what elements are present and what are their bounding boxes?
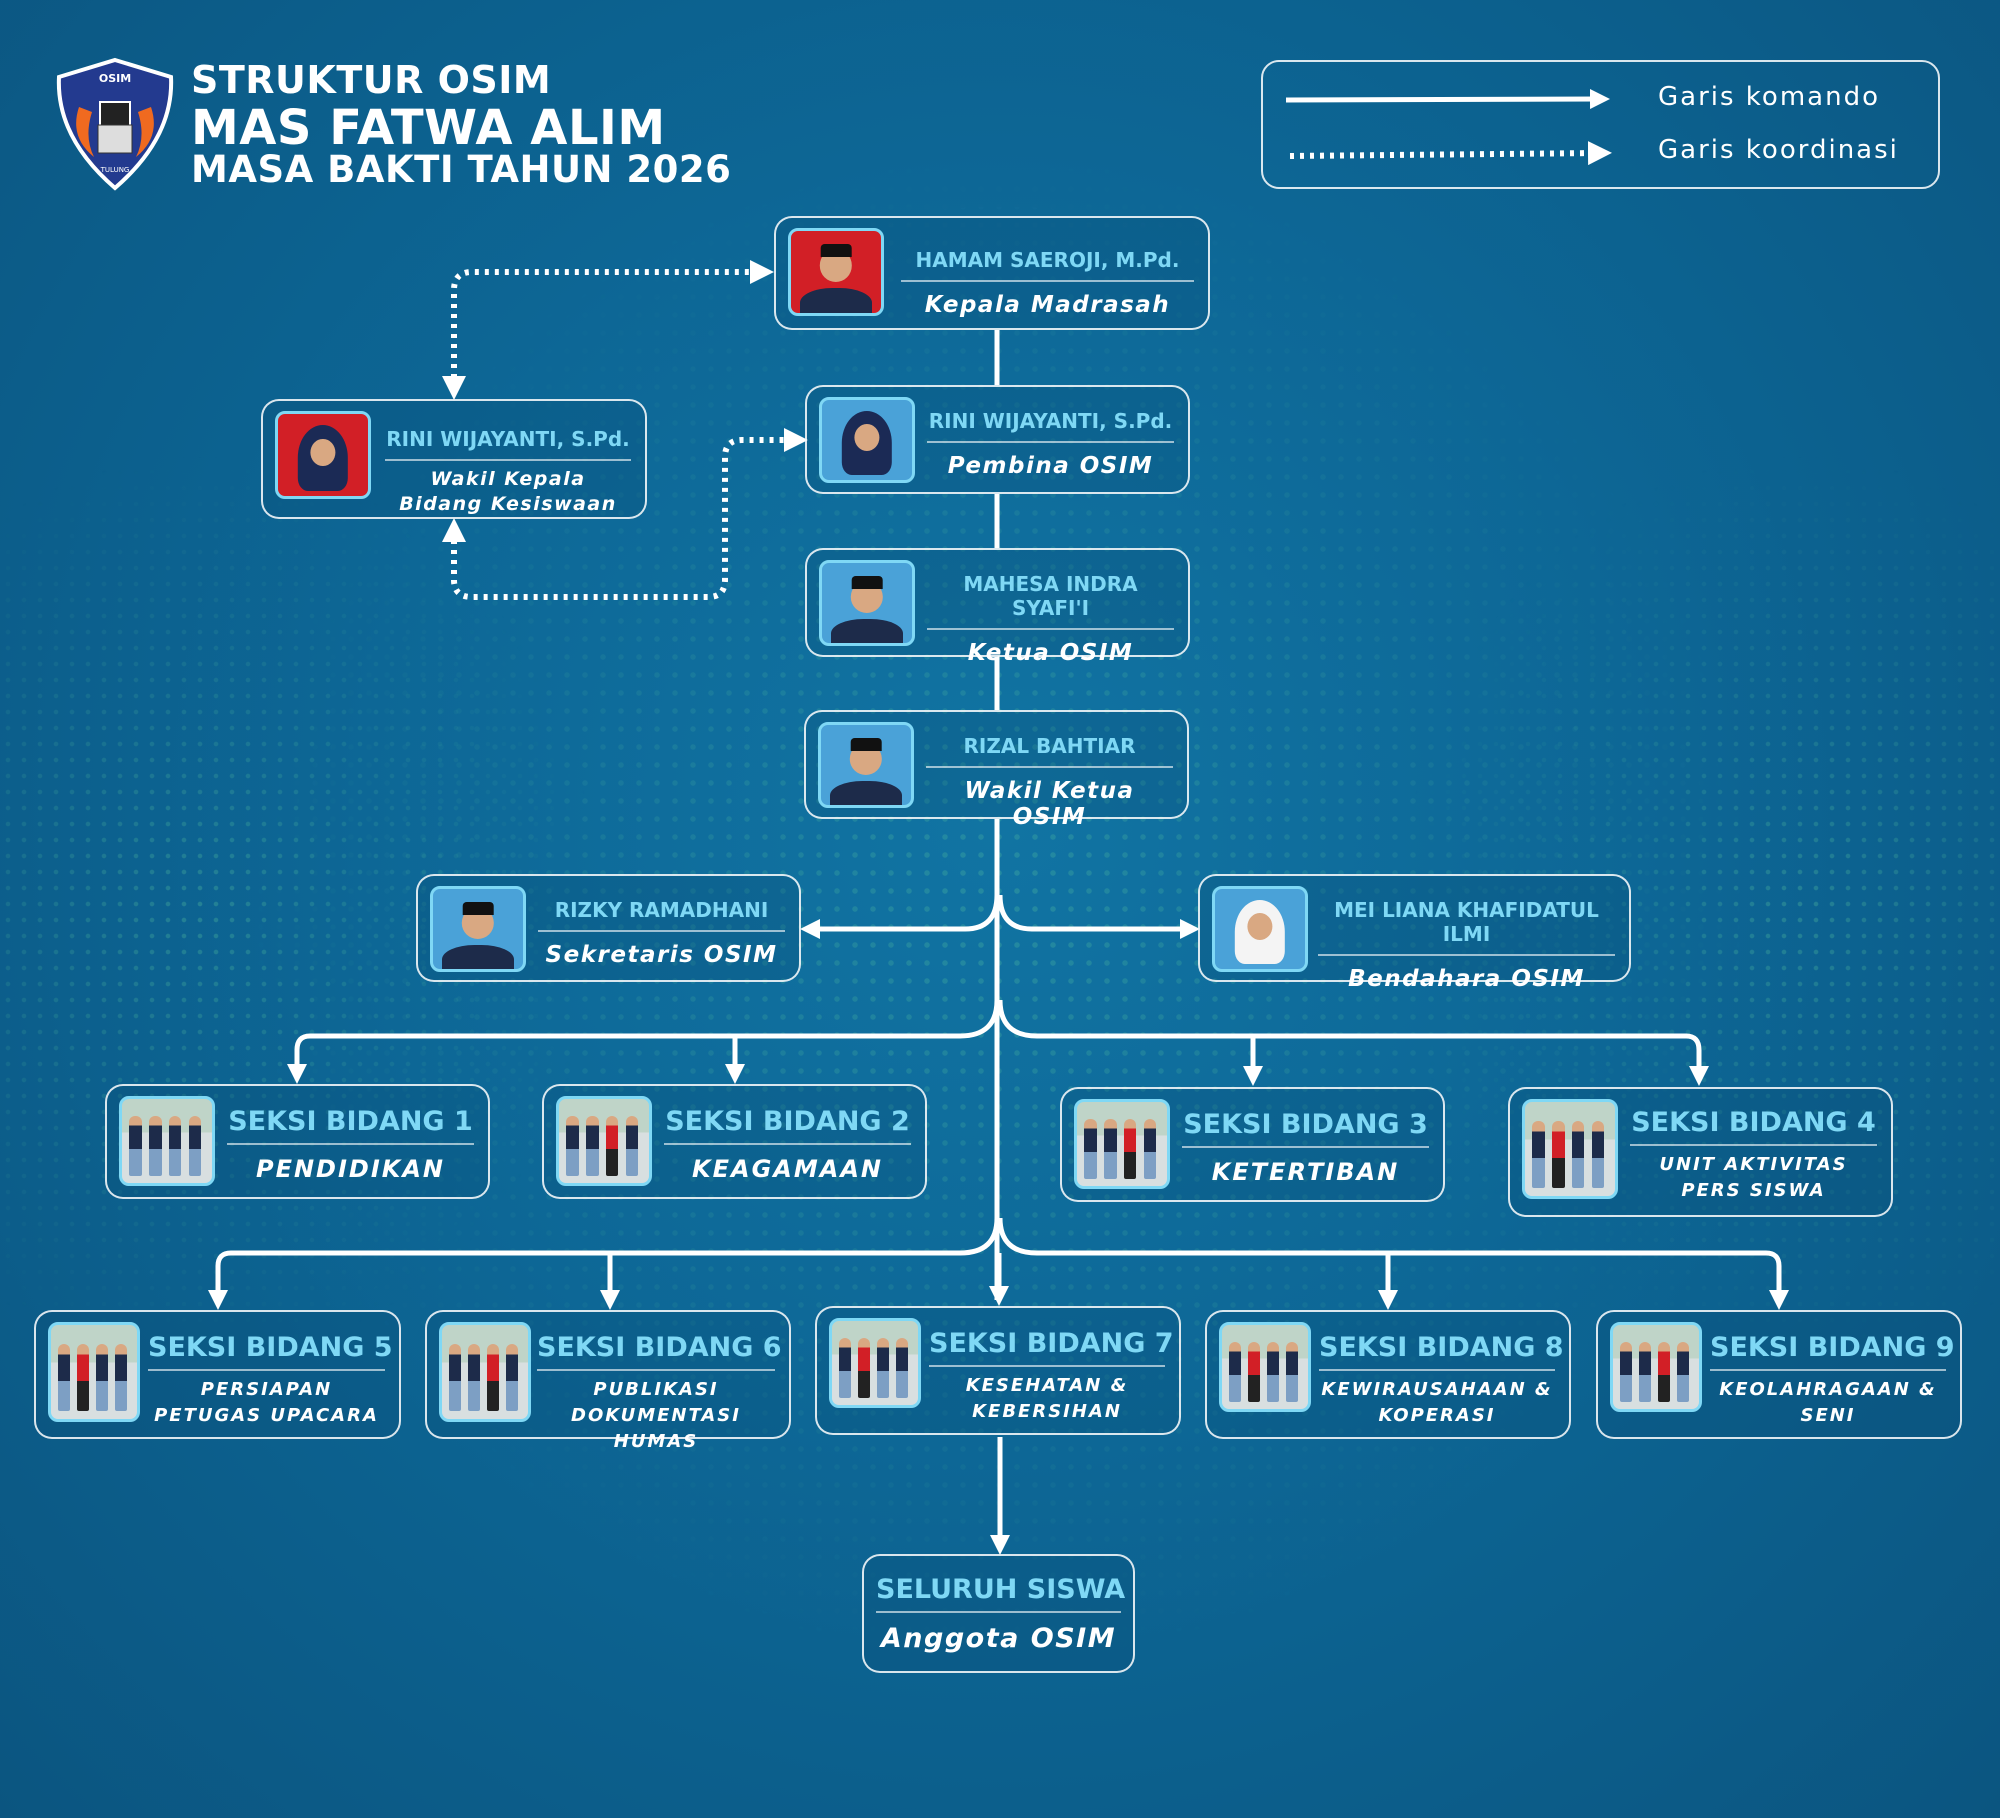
card-seksi-bidang-8[interactable]: SEKSI BIDANG 8 KEWIRAUSAHAAN & KOPERASI xyxy=(1205,1310,1571,1439)
photo-wakasek xyxy=(275,411,371,499)
bidang-title: SEKSI BIDANG 1 xyxy=(227,1106,474,1145)
photo-bidang-5 xyxy=(48,1322,140,1422)
card-seksi-bidang-3[interactable]: SEKSI BIDANG 3 KETERTIBAN xyxy=(1060,1087,1445,1202)
photo-bidang-8 xyxy=(1219,1322,1311,1412)
card-seksi-bidang-4[interactable]: SEKSI BIDANG 4 UNIT AKTIVITAS PERS SISWA xyxy=(1508,1087,1893,1217)
card-bendahara[interactable]: MEI LIANA KHAFIDATUL ILMI Bendahara OSIM xyxy=(1198,874,1631,992)
legend-coordination-label: Garis koordinasi xyxy=(1658,135,1899,165)
photo-bidang-1 xyxy=(119,1096,215,1186)
photo-bidang-3 xyxy=(1074,1099,1170,1189)
bidang-name: KESEHATAN & KEBERSIHAN xyxy=(965,1375,1129,1422)
photo-bidang-4 xyxy=(1522,1099,1618,1199)
role: Wakil Kepala Bidang Kesiswaan xyxy=(399,468,617,515)
photo-ketua xyxy=(819,560,915,646)
svg-text:TULUNG: TULUNG xyxy=(100,166,130,174)
bidang-title: SEKSI BIDANG 5 xyxy=(148,1332,393,1371)
legend: Garis komando Garis koordinasi xyxy=(1261,60,1940,189)
card-wakil-ketua[interactable]: RIZAL BAHTIAR Wakil Ketua OSIM xyxy=(804,710,1189,830)
photo-bidang-2 xyxy=(556,1096,652,1186)
name: RINI WIJAYANTI, S.Pd. xyxy=(385,427,631,461)
role: Ketua OSIM xyxy=(967,640,1134,666)
bidang-name: KEWIRAUSAHAAN & KOPERASI xyxy=(1321,1379,1553,1426)
bidang-name: UNIT AKTIVITAS PERS SISWA xyxy=(1659,1154,1848,1201)
osim-logo: OSIM TULUNG xyxy=(54,57,176,191)
bidang-title: SEKSI BIDANG 8 xyxy=(1319,1332,1564,1371)
legend-command-label: Garis komando xyxy=(1658,82,1880,112)
coordination-line-pembina xyxy=(442,428,808,600)
bidang-name: PUBLIKASI DOKUMENTASI HUMAS xyxy=(571,1379,741,1452)
role: Pembina OSIM xyxy=(947,453,1154,479)
command-row2 xyxy=(208,1217,1000,1310)
legend-command-line xyxy=(1285,89,1610,110)
name: MAHESA INDRA SYAFI'I xyxy=(927,572,1174,630)
anggota-title: SELURUH SISWA xyxy=(876,1574,1125,1613)
photo-bidang-6 xyxy=(439,1322,531,1422)
card-seksi-bidang-6[interactable]: SEKSI BIDANG 6 PUBLIKASI DOKUMENTASI HUMA… xyxy=(425,1310,791,1452)
anggota-role: Anggota OSIM xyxy=(880,1623,1117,1654)
svg-text:OSIM: OSIM xyxy=(99,72,131,85)
card-seksi-bidang-5[interactable]: SEKSI BIDANG 5 PERSIAPAN PETUGAS UPACARA xyxy=(34,1310,401,1439)
role: Wakil Ketua OSIM xyxy=(964,778,1135,830)
name: MEI LIANA KHAFIDATUL ILMI xyxy=(1318,898,1615,956)
bidang-title: SEKSI BIDANG 3 xyxy=(1182,1109,1429,1148)
bidang-name: KEAGAMAAN xyxy=(692,1155,883,1183)
role: Sekretaris OSIM xyxy=(545,942,778,968)
command-row1 xyxy=(287,999,1000,1084)
bidang-title: SEKSI BIDANG 7 xyxy=(929,1328,1174,1367)
role: Kepala Madrasah xyxy=(924,292,1171,318)
legend-coordination-line xyxy=(1289,141,1612,166)
photo-bidang-9 xyxy=(1610,1322,1702,1412)
coordination-line-kepala xyxy=(442,260,774,400)
card-pembina[interactable]: RINI WIJAYANTI, S.Pd. Pembina OSIM xyxy=(805,385,1190,494)
header-title: STRUKTUR OSIM xyxy=(191,58,552,102)
card-seksi-bidang-7[interactable]: SEKSI BIDANG 7 KESEHATAN & KEBERSIHAN xyxy=(815,1306,1181,1435)
bidang-title: SEKSI BIDANG 4 xyxy=(1630,1107,1877,1146)
photo-wakil-ketua xyxy=(818,722,914,808)
bidang-name: KEOLAHRAGAAN & SENI xyxy=(1719,1379,1937,1426)
name: RIZAL BAHTIAR xyxy=(926,734,1173,768)
card-seksi-bidang-9[interactable]: SEKSI BIDANG 9 KEOLAHRAGAAN & SENI xyxy=(1596,1310,1962,1439)
period: MASA BAKTI TAHUN 2026 xyxy=(191,148,732,191)
bidang-name: PENDIDIKAN xyxy=(255,1155,446,1183)
name: RINI WIJAYANTI, S.Pd. xyxy=(927,409,1174,443)
bidang-name: PERSIAPAN PETUGAS UPACARA xyxy=(154,1379,379,1426)
card-seksi-bidang-2[interactable]: SEKSI BIDANG 2 KEAGAMAAN xyxy=(542,1084,927,1199)
command-line-sekretaris xyxy=(800,894,1000,939)
command-line-bendahara xyxy=(997,894,1200,939)
card-ketua[interactable]: MAHESA INDRA SYAFI'I Ketua OSIM xyxy=(805,548,1190,666)
card-seluruh-siswa[interactable]: SELURUH SISWA Anggota OSIM xyxy=(862,1554,1135,1673)
bidang-title: SEKSI BIDANG 6 xyxy=(537,1332,782,1371)
photo-pembina xyxy=(819,397,915,483)
card-seksi-bidang-1[interactable]: SEKSI BIDANG 1 PENDIDIKAN xyxy=(105,1084,490,1199)
card-wakil-kesiswaan[interactable]: RINI WIJAYANTI, S.Pd. Wakil Kepala Bidang… xyxy=(261,399,647,519)
photo-bidang-7 xyxy=(829,1318,921,1408)
card-kepala-madrasah[interactable]: HAMAM SAEROJI, M.Pd. Kepala Madrasah xyxy=(774,216,1210,330)
bidang-name: KETERTIBAN xyxy=(1211,1158,1400,1186)
bidang-title: SEKSI BIDANG 2 xyxy=(664,1106,911,1145)
school-name: MAS FATWA ALIM xyxy=(191,100,666,156)
name: HAMAM SAEROJI, M.Pd. xyxy=(901,248,1194,282)
bidang-title: SEKSI BIDANG 9 xyxy=(1710,1332,1955,1371)
name: RIZKY RAMADHANI xyxy=(538,898,785,932)
photo-kepala xyxy=(788,228,884,316)
role: Bendahara OSIM xyxy=(1348,966,1585,992)
photo-sekretaris xyxy=(430,886,526,972)
photo-bendahara xyxy=(1212,886,1308,972)
card-sekretaris[interactable]: RIZKY RAMADHANI Sekretaris OSIM xyxy=(416,874,801,982)
